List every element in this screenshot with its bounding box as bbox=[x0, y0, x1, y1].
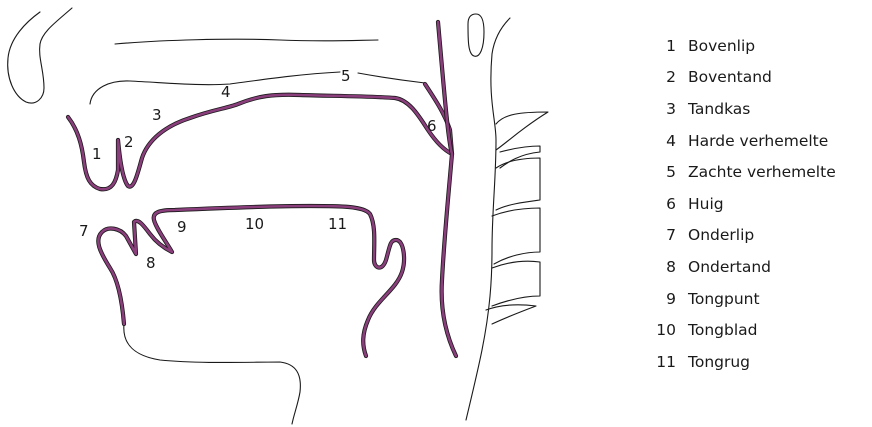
legend-item: 4 Harde verhemelte bbox=[652, 125, 836, 157]
legend-label: Huig bbox=[688, 194, 724, 213]
legend-item: 1 Bovenlip bbox=[652, 30, 836, 62]
legend-number: 2 bbox=[666, 68, 676, 87]
legend-item: 11 Tongrug bbox=[652, 346, 836, 378]
legend-label: Ondertand bbox=[688, 257, 772, 276]
legend-number: 6 bbox=[666, 194, 676, 213]
legend-number: 9 bbox=[666, 289, 676, 308]
legend-label: Tongpunt bbox=[688, 289, 760, 308]
articulator-lines bbox=[65, 19, 459, 359]
legend-item: 5 Zachte verhemelte bbox=[652, 156, 836, 188]
legend-label: Tongrug bbox=[688, 352, 751, 371]
marker-huig: 6 bbox=[427, 117, 437, 135]
vertebra-4 bbox=[491, 207, 541, 265]
legend-number: 3 bbox=[666, 99, 676, 118]
palate-bone-outline bbox=[89, 71, 341, 105]
legend-number: 5 bbox=[666, 163, 676, 182]
vertebra-5 bbox=[491, 260, 541, 307]
legend-item: 2 Boventand bbox=[652, 62, 836, 94]
legend-number: 4 bbox=[666, 131, 676, 150]
legend-label: Boventand bbox=[688, 68, 772, 87]
legend-item: 8 Ondertand bbox=[652, 251, 836, 283]
marker-tongrug: 11 bbox=[328, 215, 347, 233]
marker-zachte-verhemelte: 5 bbox=[341, 67, 351, 85]
legend-number: 11 bbox=[656, 352, 676, 371]
legend-item: 10 Tongblad bbox=[652, 314, 836, 346]
legend-item: 7 Onderlip bbox=[652, 220, 836, 252]
legend-number: 1 bbox=[666, 36, 676, 55]
upper-lip-palate-line bbox=[66, 93, 454, 191]
spine-front-outline bbox=[465, 17, 511, 421]
nose-outline bbox=[7, 7, 73, 104]
marker-tongpunt: 9 bbox=[177, 218, 187, 236]
marker-harde-verhemelte: 4 bbox=[221, 83, 231, 101]
legend-item: 9 Tongpunt bbox=[652, 283, 836, 315]
legend-item: 6 Huig bbox=[652, 188, 836, 220]
vertebra-1 bbox=[495, 111, 549, 151]
pharynx-wall-line bbox=[436, 20, 458, 358]
marker-bovenlip: 1 bbox=[92, 145, 102, 163]
marker-onderlip: 7 bbox=[79, 222, 89, 240]
lower-lip-tongue-line bbox=[97, 204, 406, 358]
legend-item: 3 Tandkas bbox=[652, 93, 836, 125]
legend-label: Harde verhemelte bbox=[688, 131, 829, 150]
legend-label: Tongblad bbox=[688, 321, 758, 340]
marker-tongblad: 10 bbox=[245, 215, 264, 233]
marker-boventand: 2 bbox=[124, 133, 134, 151]
vertebra-3 bbox=[495, 157, 541, 211]
velum-upper-outline bbox=[357, 72, 426, 84]
legend-number: 7 bbox=[666, 226, 676, 245]
legend: 1 Bovenlip 2 Boventand 3 Tandkas 4 Harde ver… bbox=[652, 30, 836, 378]
marker-tandkas: 3 bbox=[152, 106, 162, 124]
vertebra-2 bbox=[499, 145, 541, 169]
vertebra-6 bbox=[485, 304, 537, 325]
adenoid-outline bbox=[467, 13, 485, 57]
legend-label: Zachte verhemelte bbox=[688, 163, 836, 182]
nasal-cavity-floor bbox=[114, 38, 379, 45]
legend-label: Tandkas bbox=[688, 99, 751, 118]
legend-number: 10 bbox=[656, 321, 676, 340]
marker-ondertand: 8 bbox=[146, 254, 156, 272]
legend-number: 8 bbox=[666, 257, 676, 276]
chin-outline bbox=[123, 323, 301, 425]
legend-label: Onderlip bbox=[688, 226, 755, 245]
legend-label: Bovenlip bbox=[688, 36, 756, 55]
